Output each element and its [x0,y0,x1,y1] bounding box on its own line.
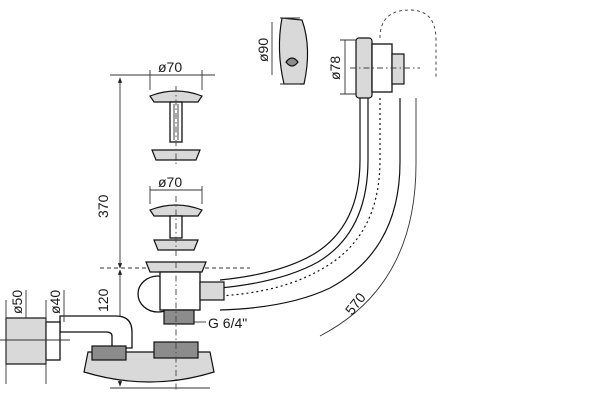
outlet-dimensions: ø50 ø40 [0,290,70,384]
drain-body-group: G 6/4" [5,261,247,390]
outlet-bend [59,315,133,349]
outlet-pipe [5,317,47,365]
d40-label: ø40 [47,290,63,314]
dim-120-label: 120 [95,288,111,312]
vertical-dimensions: 370 120 [95,74,250,389]
drain-thread-section [163,309,195,325]
drain-body [159,271,201,311]
len570-guide [319,98,417,337]
trap-nut-left [91,345,127,361]
overflow-nut [391,53,405,85]
outlet-coupling [45,321,61,361]
dim-370-label: 370 [95,194,111,218]
middle-plug-group: ø70 [149,174,203,256]
overflow-cover [278,17,309,85]
d50-label: ø50 [9,290,25,314]
mid-plug-ring [153,239,199,251]
overflow-cable-guide [379,9,437,78]
d78-label: ø78 [327,56,343,80]
top-plug-group: ø70 [115,59,215,166]
hose-inner-wall [219,98,401,311]
flexible-hose-group: 570 [219,98,417,337]
overflow-cover-knob [285,57,299,67]
mid-plug-diameter-label: ø70 [158,174,182,190]
d90-label: ø90 [255,38,271,62]
overflow-body-group: ø78 [327,9,437,99]
overflow-cover-group: ø90 [255,17,309,85]
len570-label: 570 [342,289,369,317]
hose-outer-wall [219,98,361,281]
hose-body-fill [219,98,369,289]
thread-label: G 6/4" [208,315,247,331]
drain-connector [199,281,225,301]
top-plug-diameter-label: ø70 [158,59,182,75]
